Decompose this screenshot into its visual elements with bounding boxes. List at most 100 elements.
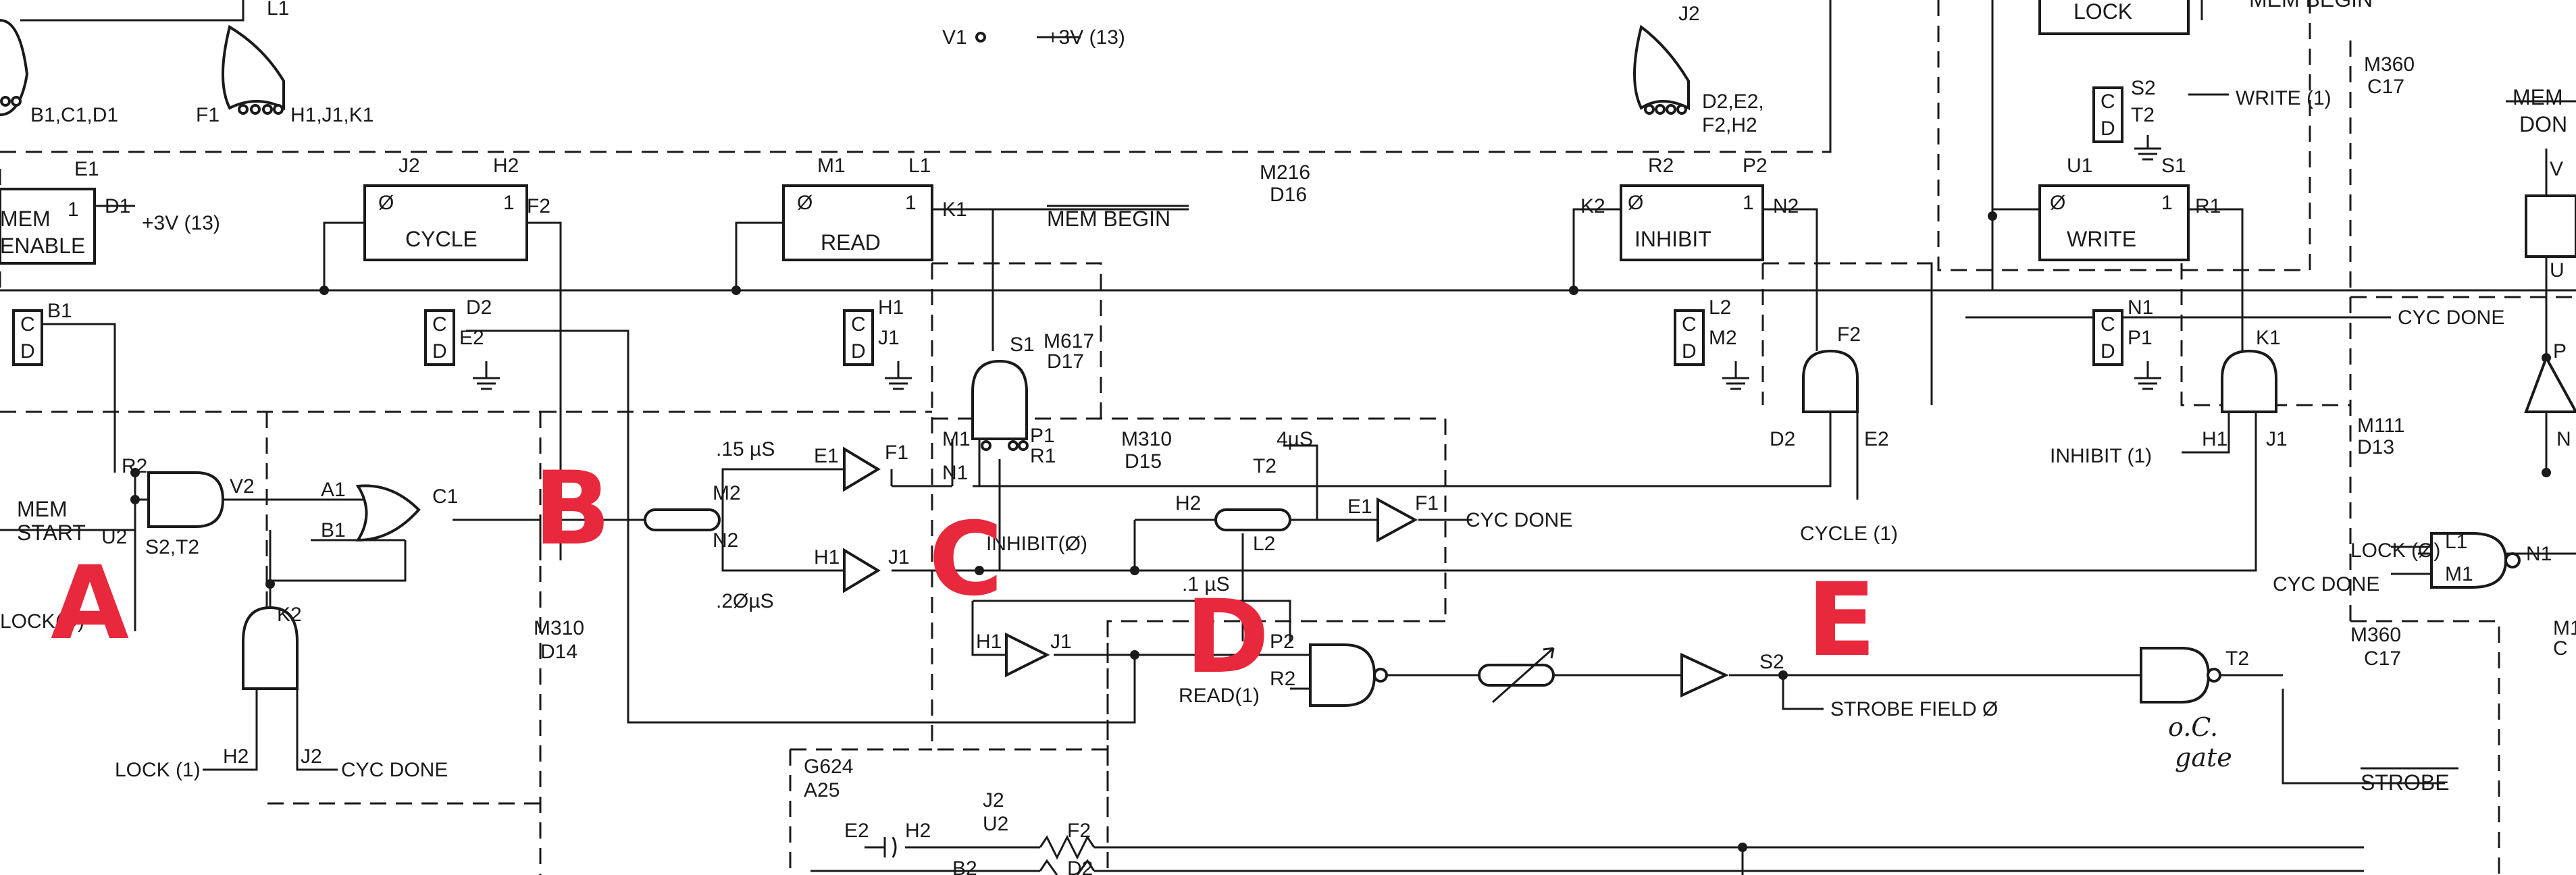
and-gate-k2 [242,606,299,690]
signal-lock0: LOCK (Ø) [2350,539,2440,562]
m617-pin-m1: M1 [942,428,971,450]
cycle-pin-f2: F2 [527,195,550,217]
signal-t4: 4µS [1277,428,1313,450]
buffer-h1-j1-c [1005,632,1050,678]
signal-t15: .15 µS [716,438,775,460]
write-zero: Ø [2050,192,2065,214]
signal-cycle1: CYCLE (1) [1800,523,1898,545]
lock-flipflop [2038,0,2190,143]
m617-input-2 [1008,440,1019,451]
ff-cycle-label: CYCLE [405,227,478,251]
pin-s2st: S2 [1759,651,1784,673]
ff-write-label: WRITE [2067,227,2136,251]
cycle-pin-d2: D2 [466,296,492,319]
pin-e2g: E2 [844,820,869,842]
module-m310-b-loc: D14 [540,641,577,663]
inhibit-pin-k2: K2 [1580,195,1605,217]
module-m216-loc: D16 [1270,184,1307,206]
pin-h2g: H2 [905,820,931,842]
pin-u-right: U [2550,259,2565,282]
lock-d: D [2101,117,2115,140]
nand-gate-t2 [2140,647,2221,704]
m617-input-3 [1018,440,1029,451]
cycle-flipflop [363,184,528,366]
signal-write1: WRITE (1) [2236,87,2332,109]
signal-v1: V1 [942,26,967,49]
pin-f2h2: F2,H2 [1702,114,1757,136]
pin-f1c: F1 [1415,492,1439,514]
pin-a1: A1 [321,479,346,501]
m617-pin-s1: S1 [1010,334,1035,356]
pin-e1c: E1 [1347,496,1372,518]
lock-c: C [2101,90,2115,113]
pin-n1n: N1 [2526,543,2552,565]
inhibit-pin-m2: M2 [1709,327,1737,349]
inhibit-d: D [1682,340,1697,363]
read-c: C [851,313,866,336]
module-g624: G624 [804,755,853,778]
write-pin-n1: N1 [2128,296,2153,319]
signal-inhibit1: INHIBIT (1) [2050,445,2152,467]
or-gate-top-left [0,19,29,116]
signal-mem-begin-top: MEM BEGIN [2249,0,2373,11]
signal-strobe-field: STROBE FIELD Ø [1830,698,1998,720]
delay-line-b [644,508,721,531]
read-pin-l1: L1 [908,155,931,177]
pin-j1b: J1 [888,546,910,568]
write-pin-u1: U1 [2067,155,2092,177]
m617-pin-n1: N1 [942,462,968,484]
signal-mem-start-line2: START [17,521,86,545]
pin-h1c: H1 [976,631,1002,653]
write-pin-r1: R1 [2195,195,2221,217]
or-gate-l1 [222,24,285,115]
cycle-pin-e2: E2 [459,327,484,349]
pin-l1: L1 [267,0,289,20]
signal-cyc-done-right: CYC DONE [2398,307,2504,329]
signal-mem-start-line1: MEM [17,497,68,521]
pin-e1: E1 [74,158,99,180]
or-gate-j2 [1633,24,1690,115]
pin-m1n: M1 [2445,563,2473,585]
cycle-c: C [432,313,447,336]
buffer-strobe [1680,652,1729,698]
signal-cyc-done-mid: CYC DONE [1466,509,1572,531]
and-gate-s1 [971,359,1028,440]
cycle-d: D [432,340,447,363]
ff-inhibit-label: INHIBIT [1634,227,1711,251]
pin-c1: C1 [432,485,458,508]
read-zero: Ø [797,192,813,214]
signal-don-right: DON [2519,112,2567,136]
signal-plus3v: +3V (13) [1047,26,1125,49]
markers: A B C D E [51,450,1876,696]
marker-e: E [1807,562,1876,679]
signal-lock1: LOCK (1) [115,759,201,781]
inhibit-flipflop [1620,184,1764,366]
inhibit-pin-l2: L2 [1709,296,1731,319]
write-d: D [2101,340,2115,363]
signal-inhibit0: INHIBIT(Ø) [986,533,1087,555]
inhibit-one: 1 [1743,192,1754,214]
pin-t2st: T2 [2225,647,2249,670]
pin-d: D [20,340,35,363]
lock-pin-t2: T2 [2131,104,2155,126]
nand-gate-right [2525,194,2576,258]
inhibit-pin-n2: N2 [1773,195,1799,217]
or-gate-c1 [355,484,421,542]
m617-input-1 [981,440,991,451]
lock-pin-s2: S2 [2131,77,2156,99]
pin-f1: F1 [196,104,220,126]
write-pin-s1: S1 [2161,155,2186,177]
module-m617-loc: D17 [1047,350,1084,373]
module-m360-b: M360 [2350,624,2401,646]
variable-delay [1478,647,1555,704]
pin-f2f: F2 [1837,323,1861,346]
pin-j2b: J2 [301,745,322,768]
inhibit-c: C [1682,313,1697,336]
marker-d: D [1185,579,1270,696]
pin-mb2: M2 [713,482,741,504]
read-flipflop [782,184,933,366]
nand-gate-p2 [1309,643,1388,707]
